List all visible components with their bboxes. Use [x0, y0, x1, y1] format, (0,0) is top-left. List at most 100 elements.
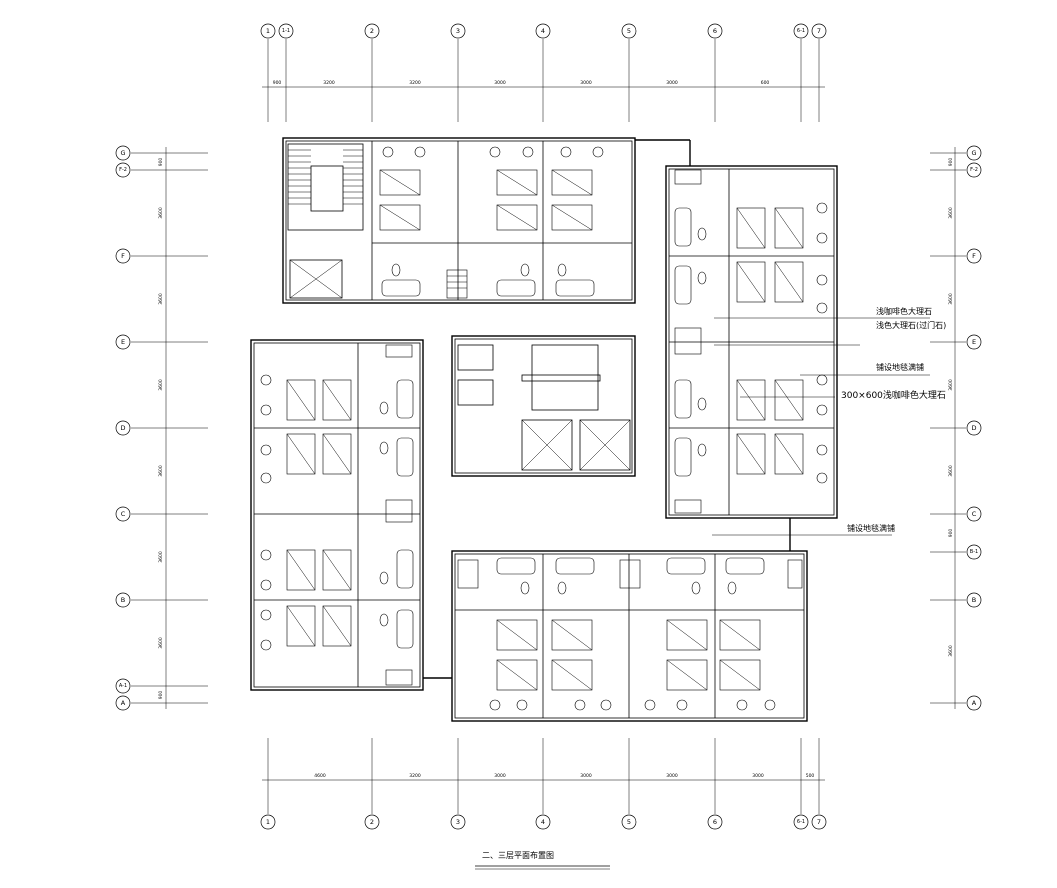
svg-text:2: 2: [370, 818, 374, 826]
top-wing: [282, 137, 636, 304]
bathtub-icon: [496, 557, 765, 575]
double-bed-icon: [286, 379, 352, 421]
double-bed-icon: [736, 379, 804, 421]
svg-text:G: G: [971, 149, 976, 157]
toilet-icon: [697, 227, 707, 457]
axis-bubble-right-A: A: [966, 695, 982, 711]
svg-text:A: A: [121, 699, 126, 707]
axis-bubble-left-G: G: [115, 145, 131, 161]
double-bed-icon: [666, 619, 708, 691]
svg-text:C: C: [972, 510, 977, 518]
axis-grid: 1 1-1 2 3 4 5 6 6-1 7 1 2 3 4 5 6 6-1 7 …: [115, 23, 982, 830]
svg-text:900: 900: [273, 80, 282, 86]
double-bed-icon: [736, 433, 804, 475]
bottom-room-fixtures: [457, 557, 803, 711]
svg-text:500: 500: [806, 773, 815, 779]
axis-bubble-right-C: C: [966, 506, 982, 522]
svg-text:5: 5: [627, 27, 631, 35]
double-bed-icon: [286, 605, 352, 647]
svg-text:A: A: [972, 699, 977, 707]
svg-text:A-1: A-1: [119, 683, 127, 689]
svg-text:3000: 3000: [494, 773, 506, 779]
svg-text:3000: 3000: [666, 80, 678, 86]
axis-bubble-top-4: 4: [535, 23, 551, 39]
svg-text:6: 6: [713, 818, 717, 826]
right-wing: [665, 165, 838, 519]
bathtub-icon: [381, 279, 595, 297]
svg-text:6: 6: [713, 27, 717, 35]
axis-bubble-top-2: 2: [364, 23, 380, 39]
svg-text:900: 900: [158, 691, 164, 700]
svg-text:3600: 3600: [158, 637, 164, 649]
axis-bubble-bottom-5: 5: [621, 814, 637, 830]
double-bed-icon: [496, 619, 538, 691]
svg-text:3: 3: [456, 27, 460, 35]
svg-text:3600: 3600: [948, 379, 954, 391]
axis-bubble-left-E: E: [115, 334, 131, 350]
armchair-icon: [816, 202, 828, 484]
svg-text:3600: 3600: [158, 379, 164, 391]
svg-text:D: D: [120, 424, 125, 432]
svg-text:B-1: B-1: [970, 549, 978, 555]
left-wing: [250, 339, 424, 691]
axis-bubble-bottom-1: 1: [260, 814, 276, 830]
annotation-marble-coffee: 浅咖啡色大理石: [876, 306, 932, 316]
axis-bubble-bottom-2: 2: [364, 814, 380, 830]
stair-top: [287, 143, 364, 231]
svg-text:3600: 3600: [948, 645, 954, 657]
double-bed-icon: [286, 549, 352, 591]
svg-text:6-1: 6-1: [797, 819, 805, 825]
svg-text:600: 600: [761, 80, 770, 86]
svg-text:5: 5: [627, 818, 631, 826]
svg-text:3600: 3600: [158, 207, 164, 219]
double-bed-icon: [736, 207, 804, 249]
drawing-title-text: 二、三层平面布置图: [482, 850, 554, 860]
svg-text:3000: 3000: [580, 80, 592, 86]
svg-text:3600: 3600: [158, 465, 164, 477]
wardrobe-icon: [674, 169, 702, 514]
axis-bubble-right-B: B: [966, 592, 982, 608]
double-bed-icon: [551, 619, 593, 691]
wardrobe-icon: [457, 559, 803, 589]
double-bed-icon: [496, 169, 538, 231]
svg-text:B: B: [972, 596, 976, 604]
axis-bubble-top-3: 3: [450, 23, 466, 39]
double-bed-icon: [736, 261, 804, 303]
axis-bubble-top-1-1: 1-1: [278, 23, 294, 39]
armchair-icon: [382, 146, 604, 158]
axis-bubble-right-F: F: [966, 248, 982, 264]
double-bed-icon: [286, 433, 352, 475]
axis-bubble-left-A-1: A-1: [115, 678, 131, 694]
svg-text:3600: 3600: [158, 551, 164, 563]
svg-text:4: 4: [541, 818, 545, 826]
svg-text:3200: 3200: [409, 80, 421, 86]
toilet-icon: [391, 263, 567, 277]
double-bed-icon: [719, 619, 761, 691]
axis-bubble-right-D: D: [966, 420, 982, 436]
svg-text:F-2: F-2: [970, 167, 978, 173]
annotation-carpet-right: 铺设地毯满铺: [876, 362, 924, 372]
armchair-icon: [260, 374, 272, 651]
bathtub-icon: [674, 207, 692, 477]
elevator-core-left: [521, 419, 573, 471]
svg-text:3: 3: [456, 818, 460, 826]
svg-text:E: E: [121, 338, 125, 346]
svg-text:3000: 3000: [752, 773, 764, 779]
axis-bubble-bottom-6-1: 6-1: [793, 814, 809, 830]
axis-bubble-right-E: E: [966, 334, 982, 350]
toilet-icon: [520, 581, 737, 595]
armchair-icon: [489, 699, 776, 711]
svg-text:900: 900: [158, 158, 164, 167]
material-annotations: 浅咖啡色大理石 浅色大理石(过门石) 铺设地毯满铺 300×600浅咖啡色大理石…: [712, 306, 946, 536]
elevator-top: [289, 259, 343, 299]
svg-text:3600: 3600: [948, 207, 954, 219]
center-core: [451, 335, 636, 477]
svg-text:3000: 3000: [580, 773, 592, 779]
svg-text:F: F: [972, 252, 976, 260]
axis-bubble-right-F-2: F-2: [966, 162, 982, 178]
svg-text:1: 1: [266, 818, 270, 826]
elevator-core-right: [579, 419, 631, 471]
axis-bubble-bottom-3: 3: [450, 814, 466, 830]
wardrobe-icon: [446, 269, 468, 299]
bottom-wing: [451, 550, 808, 722]
